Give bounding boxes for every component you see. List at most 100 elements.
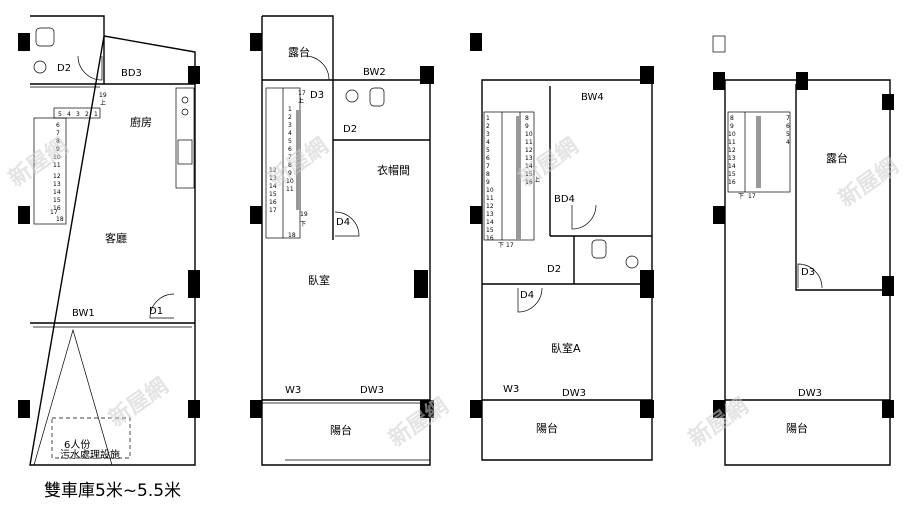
stair-label: 11 — [728, 139, 736, 146]
stair-label: 16 — [269, 199, 277, 206]
stair-label: 11 — [53, 162, 61, 169]
stair-label: 12 — [728, 147, 736, 154]
stair-label: 17 — [50, 209, 58, 216]
stair-label: 3 — [76, 111, 80, 118]
stair-down-mark: 下 — [300, 221, 306, 228]
stair-label: 9 — [525, 123, 529, 130]
stair-label: 4 — [67, 111, 71, 118]
stair-label: 1 — [486, 115, 490, 122]
stair-label: 2 — [288, 114, 292, 121]
tag-bw2: BW2 — [363, 67, 386, 78]
stair-label: 12 — [486, 203, 494, 210]
tag-bd4: BD4 — [554, 194, 575, 205]
stair-label: 9 — [486, 179, 490, 186]
room-label-terrace: 露台 — [288, 45, 310, 59]
stair-label: 6 — [288, 146, 292, 153]
stair-label: 8 — [730, 115, 734, 122]
plan-roof-floor: 8 9 10 11 12 13 14 15 16 7 6 5 4 17 下 露台… — [712, 35, 894, 466]
tag-dw3: DW3 — [798, 388, 822, 399]
stair-up-mark: 上 — [534, 176, 540, 184]
stair-label: 18 — [56, 216, 64, 223]
stair-label: 13 — [728, 155, 736, 162]
stair-label: 13 — [525, 155, 533, 162]
tag-d3: D3 — [801, 267, 815, 278]
stair-label: 15 — [486, 227, 494, 234]
stair-label: 14 — [525, 163, 533, 170]
room-label-balcony: 陽台 — [786, 421, 808, 435]
watermark: 新屋網 — [384, 393, 453, 452]
stair-label: 15 — [269, 191, 277, 198]
plan-ground-floor: 5 4 3 2 1 6 7 8 9 10 11 12 13 14 15 16 1… — [18, 15, 200, 466]
stair-label: 12 — [525, 147, 533, 154]
stair-label: 14 — [269, 183, 277, 190]
stair-ground: 5 4 3 2 1 6 7 8 9 10 11 12 13 14 15 16 1… — [33, 92, 107, 225]
stair-label: 1 — [94, 111, 98, 118]
stair-label: 18 — [288, 232, 296, 239]
tag-dw3: DW3 — [360, 385, 384, 396]
room-label-bedroom: 臥室 — [308, 273, 330, 287]
room-label-balcony: 陽台 — [536, 421, 558, 435]
stair-label: 2 — [85, 111, 89, 118]
stair-label: 10 — [286, 178, 294, 185]
stair-label: 11 — [286, 186, 294, 193]
stair-label: 8 — [56, 138, 60, 145]
tag-d4: D4 — [336, 217, 350, 228]
tag-w3: W3 — [503, 384, 519, 395]
stair-label: 14 — [486, 219, 494, 226]
stair-label: 5 — [786, 131, 790, 138]
watermark-group: 新屋網 新屋網 新屋網 新屋網 新屋網 新屋網 新屋網 — [4, 133, 903, 452]
stair-label: 4 — [288, 130, 292, 137]
stair-second: 1 2 3 4 5 6 7 8 9 10 11 12 13 14 15 16 1… — [265, 87, 308, 239]
plan-second-floor: 1 2 3 4 5 6 7 8 9 10 11 12 13 14 15 16 1… — [250, 15, 434, 466]
stair-label: 11 — [486, 195, 494, 202]
tag-d2: D2 — [57, 63, 71, 74]
stair-label: 7 — [486, 163, 490, 170]
room-label-kitchen: 廚房 — [130, 115, 152, 129]
stair-label: 16 — [486, 235, 494, 242]
stair-roof: 8 9 10 11 12 13 14 15 16 7 6 5 4 17 下 — [727, 111, 791, 200]
stair-label: 1 — [288, 106, 292, 113]
room-label-balcony: 陽台 — [330, 423, 352, 437]
stair-down-mark: 下 — [498, 242, 504, 249]
stair-label: 3 — [486, 131, 490, 138]
watermark: 新屋網 — [104, 373, 173, 432]
stair-label: 3 — [288, 122, 292, 129]
stair-label: 6 — [786, 123, 790, 130]
stair-label: 14 — [53, 189, 61, 196]
stair-label: 17 — [298, 90, 306, 97]
stair-label: 13 — [53, 181, 61, 188]
septic-label-1: 6人份 — [64, 439, 90, 451]
stair-label: 19 — [300, 211, 308, 218]
stair-label: 11 — [525, 139, 533, 146]
stair-label: 9 — [730, 123, 734, 130]
stair-label: 7 — [288, 154, 292, 161]
stair-label: 6 — [56, 122, 60, 129]
stair-third: 1 2 3 4 5 6 7 8 9 10 11 12 13 14 15 16 8… — [483, 111, 540, 249]
stair-label: 5 — [288, 138, 292, 145]
tag-w3: W3 — [285, 385, 301, 396]
stair-label: 8 — [525, 115, 529, 122]
room-label-bedroom-a: 臥室A — [551, 341, 581, 355]
watermark: 新屋網 — [4, 133, 73, 192]
stair-label: 17 — [506, 242, 514, 249]
tag-d1: D1 — [149, 306, 163, 317]
stair-label: 7 — [786, 115, 790, 122]
tag-dw3: DW3 — [562, 388, 586, 399]
room-label-closet: 衣帽間 — [377, 163, 410, 177]
stair-label: 14 — [728, 163, 736, 170]
garage-caption: 雙車庫5米~5.5米 — [44, 481, 182, 501]
stair-label: 10 — [486, 187, 494, 194]
septic-label-2: 污水處理設施 — [60, 448, 120, 461]
tag-d2: D2 — [343, 124, 357, 135]
stair-label: 10 — [728, 131, 736, 138]
stair-label: 16 — [53, 205, 61, 212]
stair-label: 16 — [728, 179, 736, 186]
room-label-terrace: 露台 — [826, 151, 848, 165]
stair-label: 5 — [486, 147, 490, 154]
tag-bd3: BD3 — [121, 68, 142, 79]
stair-label: 16 — [525, 179, 533, 186]
stair-up-mark: 上 — [298, 97, 304, 105]
stair-label: 9 — [288, 170, 292, 177]
